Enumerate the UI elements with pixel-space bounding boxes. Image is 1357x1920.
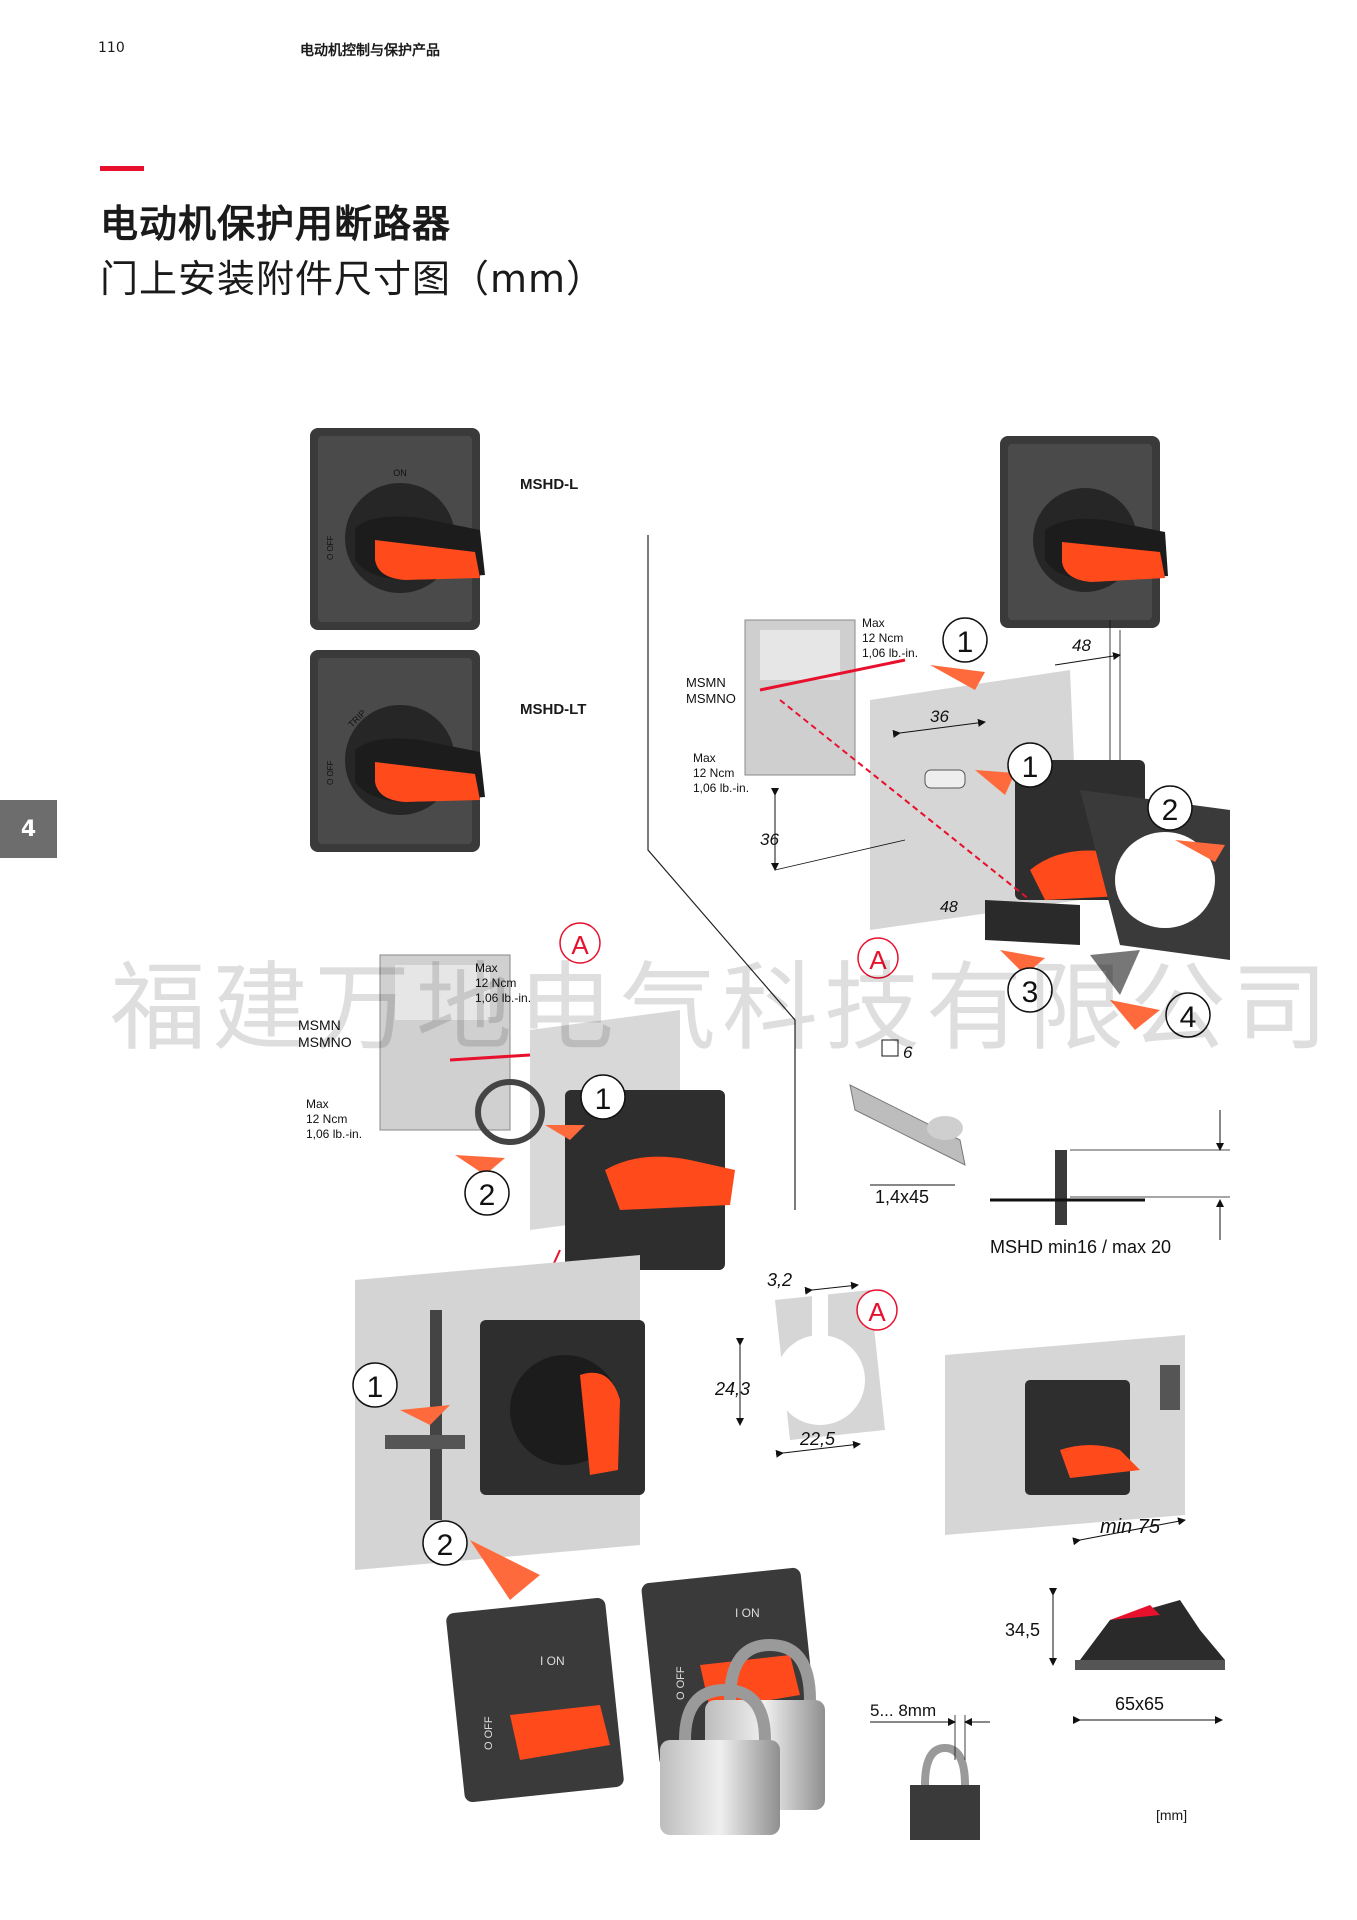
step-circle-1c: 1 <box>580 1074 626 1120</box>
section-title: 电动机控制与保护产品 <box>300 43 440 59</box>
step-circle-3: 3 <box>1007 967 1053 1013</box>
door-thickness-detail: MSHD min16 / max 20 <box>990 1110 1230 1257</box>
step-circle-4: 4 <box>1165 992 1211 1038</box>
on-text-lock2: I ON <box>735 1606 760 1620</box>
max-label-1: Max <box>862 616 885 630</box>
handle-mshd-l: ON O OFF <box>310 428 485 630</box>
svg-text:1: 1 <box>367 1371 384 1404</box>
detail-a-circle-3: A <box>856 1289 898 1331</box>
padlock-detail: 5... 8mm <box>870 1701 990 1840</box>
dim-34-5: 34,5 <box>1005 1620 1040 1640</box>
svg-text:1: 1 <box>957 626 974 659</box>
torque-label-4: 12 Ncm <box>306 1112 347 1126</box>
dim-padlock: 5... 8mm <box>870 1701 936 1720</box>
dim-48-lower: 48 <box>940 899 958 916</box>
dim-min75: min 75 <box>1100 1516 1161 1538</box>
off-text-l: O OFF <box>326 535 335 560</box>
profile-detail: 34,5 65x65 <box>1005 1588 1225 1724</box>
page-title: 电动机保护用断路器 <box>100 202 452 246</box>
handle-top-right <box>1000 436 1168 628</box>
lockout-handles: I ON I ON O OFF O OFF <box>446 1567 825 1835</box>
panel-min75: min 75 <box>945 1335 1186 1546</box>
dim-door-thickness: MSHD min16 / max 20 <box>990 1237 1171 1257</box>
page-subtitle: 门上安装附件尺寸图（mm） <box>100 257 606 301</box>
step-circle-1a: 1 <box>942 617 988 663</box>
label-mshd-lt: MSHD-LT <box>520 701 587 718</box>
off-text-lock1: O OFF <box>483 1716 495 1750</box>
svg-text:A: A <box>868 1297 886 1327</box>
chapter-tab[interactable]: 4 <box>0 800 57 858</box>
torque-label-1: 12 Ncm <box>862 631 903 645</box>
dim-shaft: 1,4x45 <box>875 1187 929 1207</box>
dim-6: 6 <box>903 1043 913 1062</box>
torque-lb-label-4: 1,06 lb.-in. <box>306 1127 362 1141</box>
on-text-l: ON <box>393 468 407 478</box>
torque-lb-label-1: 1,06 lb.-in. <box>862 646 918 660</box>
msmn-label-1: MSMN <box>686 675 726 690</box>
dim-48-top: 48 <box>1072 636 1091 655</box>
detail-a-circle-2: A <box>559 922 601 964</box>
handle-mshd-lt: TRIP O OFF <box>310 650 485 852</box>
msmno-label-1: MSMNO <box>686 691 736 706</box>
step-circle-2b: 2 <box>464 1170 510 1216</box>
accent-bar <box>100 166 144 171</box>
svg-text:1: 1 <box>595 1083 612 1116</box>
msmn-label-2: MSMN <box>298 1017 341 1033</box>
step-circle-2a: 2 <box>1147 785 1193 831</box>
shaft-detail: 6 1,4x45 <box>849 1039 966 1207</box>
svg-text:2: 2 <box>1162 794 1179 827</box>
svg-text:A: A <box>571 930 589 960</box>
assembly-left <box>379 954 735 1361</box>
step-circle-1b: 1 <box>1007 742 1053 788</box>
dim-65x65: 65x65 <box>1115 1694 1164 1714</box>
detail-a-circle-1: A <box>857 937 899 979</box>
torque-lb-label-3: 1,06 lb.-in. <box>475 991 531 1005</box>
torque-label-3: 12 Ncm <box>475 976 516 990</box>
off-text-lt: O OFF <box>326 760 335 785</box>
msmno-label-2: MSMNO <box>298 1034 352 1050</box>
label-mshd-l: MSHD-L <box>520 476 579 493</box>
svg-text:2: 2 <box>479 1179 496 1212</box>
max-label-3: Max <box>475 961 498 975</box>
torque-lb-label-2: 1,06 lb.-in. <box>693 781 749 795</box>
torque-label-2: 12 Ncm <box>693 766 734 780</box>
step-circle-1d: 1 <box>352 1362 398 1408</box>
dim-36-vertical: 36 <box>760 830 779 849</box>
max-label-2: Max <box>693 751 716 765</box>
off-text-lock2: O OFF <box>675 1666 687 1700</box>
divider-line <box>647 535 796 1210</box>
unit-label: [mm] <box>1156 1807 1188 1823</box>
page-number: 110 <box>98 40 125 56</box>
svg-text:A: A <box>869 945 887 975</box>
step-circle-2c: 2 <box>422 1520 468 1566</box>
on-text-lock1: I ON <box>540 1654 565 1668</box>
max-label-4: Max <box>306 1097 329 1111</box>
cutout-detail-a: 3,2 24,3 22,5 <box>714 1270 885 1458</box>
dim-22-5: 22,5 <box>799 1429 836 1449</box>
door-mounted-handle <box>355 1255 645 1600</box>
dim-3-2: 3,2 <box>767 1270 792 1290</box>
dim-24-3: 24,3 <box>714 1379 750 1399</box>
svg-text:3: 3 <box>1022 976 1039 1009</box>
dim-36-horizontal: 36 <box>930 707 949 726</box>
svg-text:1: 1 <box>1022 751 1039 784</box>
svg-text:2: 2 <box>437 1529 454 1562</box>
svg-text:4: 4 <box>1180 1001 1197 1034</box>
